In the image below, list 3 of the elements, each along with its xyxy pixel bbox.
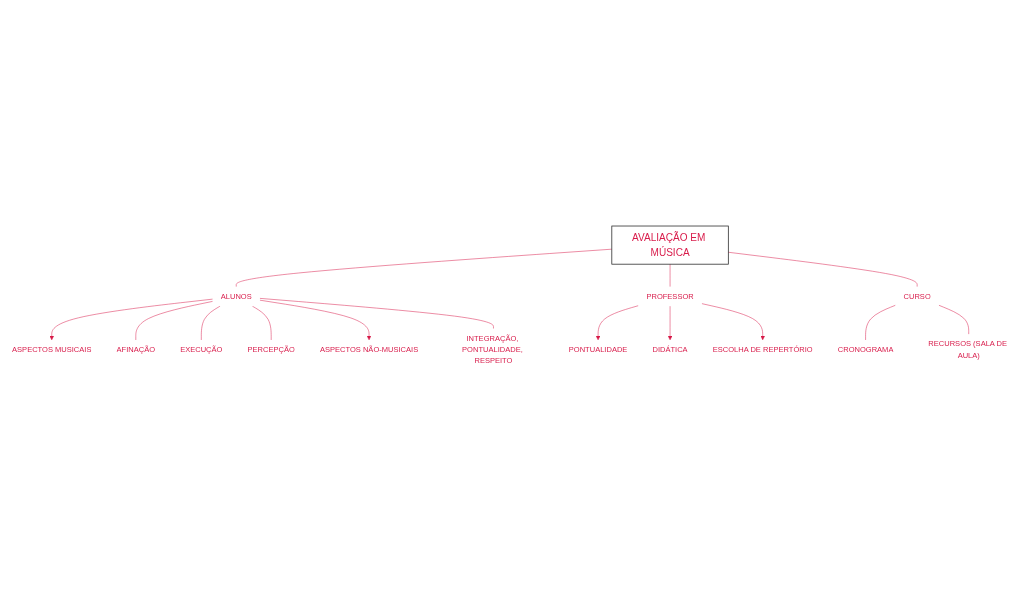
connector bbox=[669, 264, 671, 288]
node-box: AVALIAÇÃO EM MÚSICA bbox=[611, 225, 729, 265]
connector bbox=[236, 249, 613, 288]
